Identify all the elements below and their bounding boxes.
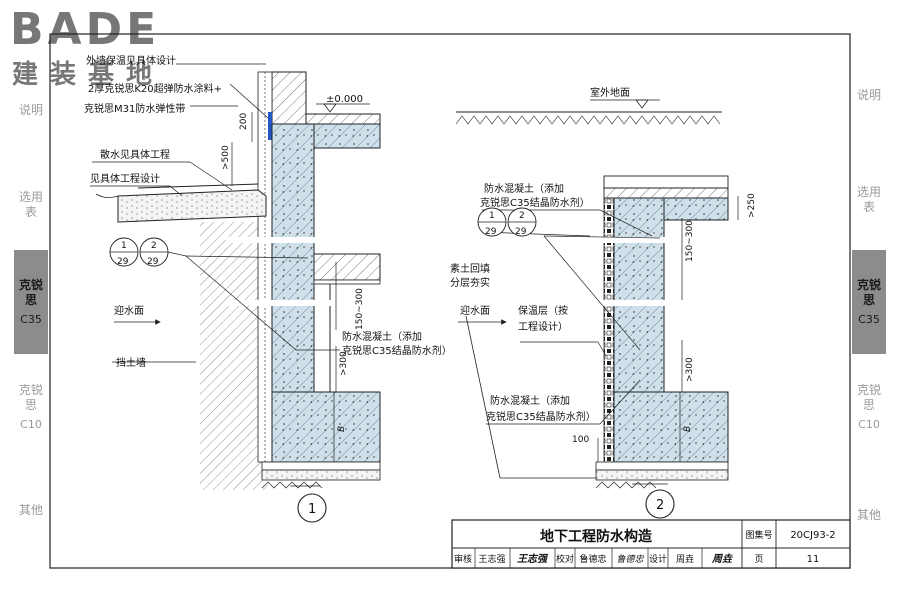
concrete-bottom-label-2: 克锐思C35结晶防水剂） <box>486 410 596 423</box>
side-tab-sub: C10 <box>20 417 42 431</box>
dim-150-300: 150~300 <box>355 288 365 330</box>
atlas-label: 图集号 <box>745 529 772 541</box>
dim-500: >500 <box>221 145 231 170</box>
callout-apron: 散水见具体工程 <box>100 148 170 161</box>
dim-200: 200 <box>239 113 249 130</box>
side-tab-label: 选用表 <box>856 185 881 214</box>
concrete-label-1: 防水混凝土（添加 <box>342 330 422 343</box>
dim-250: >250 <box>747 193 757 218</box>
dim-b: B <box>337 426 347 432</box>
concrete-bottom-label-1: 防水混凝土（添加 <box>490 394 570 407</box>
callout-strip: 克锐思M31防水弹性带 <box>84 102 185 115</box>
logo-brand: BADE <box>10 4 161 55</box>
side-tab-label: 其他 <box>18 502 43 517</box>
svg-text:审核: 审核 <box>454 553 472 565</box>
side-tab-right-notes[interactable]: 说明 <box>852 40 886 150</box>
side-tab-label: 克锐思 <box>18 277 43 307</box>
insulation-label-1: 保温层（按 <box>518 304 568 317</box>
side-tab-sub: C35 <box>858 312 880 326</box>
callout-insulation: 外墙保温见具体设计 <box>86 54 176 67</box>
drawing-title: 地下工程防水构造 <box>540 528 652 545</box>
side-tab-right-c35[interactable]: 克锐思 C35 <box>852 250 886 354</box>
svg-text:页: 页 <box>754 554 763 565</box>
side-tab-label: 选用表 <box>18 190 43 219</box>
side-tab-sub: C35 <box>20 312 42 326</box>
dim-b-2: B <box>683 426 693 432</box>
svg-text:29: 29 <box>515 227 527 237</box>
dim-100: 100 <box>572 435 589 445</box>
svg-text:29: 29 <box>147 257 159 267</box>
water-face-label: 迎水面 <box>114 305 144 317</box>
dim-300-2: >300 <box>685 357 695 382</box>
elastic-strip <box>268 112 272 140</box>
side-tab-label: 说明 <box>18 102 43 117</box>
detail-2-number: 2 <box>656 498 664 513</box>
bade-logo: BADE 建装基地 <box>6 4 176 90</box>
designer-name: 周垚 <box>676 554 694 565</box>
side-tab-left-selection[interactable]: 选用表 <box>14 160 48 250</box>
detail-1-number: 1 <box>308 502 316 517</box>
side-tab-label: 其他 <box>856 507 881 522</box>
svg-text:设计: 设计 <box>649 553 667 565</box>
side-tab-right-other[interactable]: 其他 <box>852 460 886 570</box>
checker-name: 鲁德忠 <box>579 553 606 565</box>
detail-2 <box>455 99 739 519</box>
concrete-top-label-1: 防水混凝土（添加 <box>484 182 564 195</box>
callout-apron-design: 见具体工程设计 <box>90 172 160 185</box>
title-block <box>451 519 851 569</box>
insulation-label-2: 工程设计） <box>518 320 568 333</box>
concrete-label-2: 克锐思C35结晶防水剂） <box>342 344 452 357</box>
checker-signature: 鲁德忠 <box>616 554 644 565</box>
side-tab-left-c35[interactable]: 克锐思 C35 <box>14 250 48 354</box>
logo-subtitle: 建装基地 <box>12 60 165 90</box>
side-tab-label: 克锐思 <box>856 382 881 412</box>
side-tab-label: 克锐思 <box>18 382 43 412</box>
water-face-label-2: 迎水面 <box>460 305 490 317</box>
elevation-label: ±0.000 <box>326 94 363 105</box>
atlas-number: 20CJ93-2 <box>790 530 835 541</box>
outdoor-ground-label: 室外地面 <box>590 86 630 99</box>
designer-signature: 周垚 <box>711 553 733 565</box>
page-number: 11 <box>807 554 820 565</box>
svg-text:1: 1 <box>121 241 127 251</box>
dim-300: >300 <box>339 351 349 376</box>
svg-text:1: 1 <box>489 211 495 221</box>
sheet-frame <box>49 33 851 569</box>
side-tab-label: 说明 <box>856 87 881 102</box>
backfill-label-1: 素土回填 <box>450 262 490 275</box>
svg-text:29: 29 <box>485 227 497 237</box>
detail-1 <box>90 63 400 523</box>
side-tab-sub: C10 <box>858 417 880 431</box>
svg-text:校对: 校对 <box>556 553 574 565</box>
detail-number-1 <box>297 493 327 523</box>
retaining-wall-hatch <box>200 222 268 490</box>
side-tab-left-c10[interactable]: 克锐思 C10 <box>14 354 48 460</box>
side-tab-right-c10[interactable]: 克锐思 C10 <box>852 354 886 460</box>
callout-coating: 2厚克锐思K20超弹防水涂料+ <box>88 82 222 95</box>
reviewer-name: 王志强 <box>478 553 505 565</box>
detail-number-2 <box>645 489 675 519</box>
backfill-label-2: 分层夯实 <box>450 276 490 289</box>
reviewer-signature: 王志强 <box>517 553 549 565</box>
svg-text:2: 2 <box>519 211 525 221</box>
side-tab-left-other[interactable]: 其他 <box>14 460 48 560</box>
svg-text:2: 2 <box>151 241 157 251</box>
concrete-top-label-2: 克锐思C35结晶防水剂） <box>480 196 590 209</box>
apron <box>117 189 267 223</box>
retaining-wall-label: 挡土墙 <box>116 356 146 369</box>
svg-text:29: 29 <box>117 257 129 267</box>
side-tab-left-notes[interactable]: 说明 <box>14 60 48 160</box>
side-tab-right-selection[interactable]: 选用表 <box>852 150 886 250</box>
side-tab-label: 克锐思 <box>856 277 881 307</box>
dim-150-300-2: 150~300 <box>685 220 695 262</box>
